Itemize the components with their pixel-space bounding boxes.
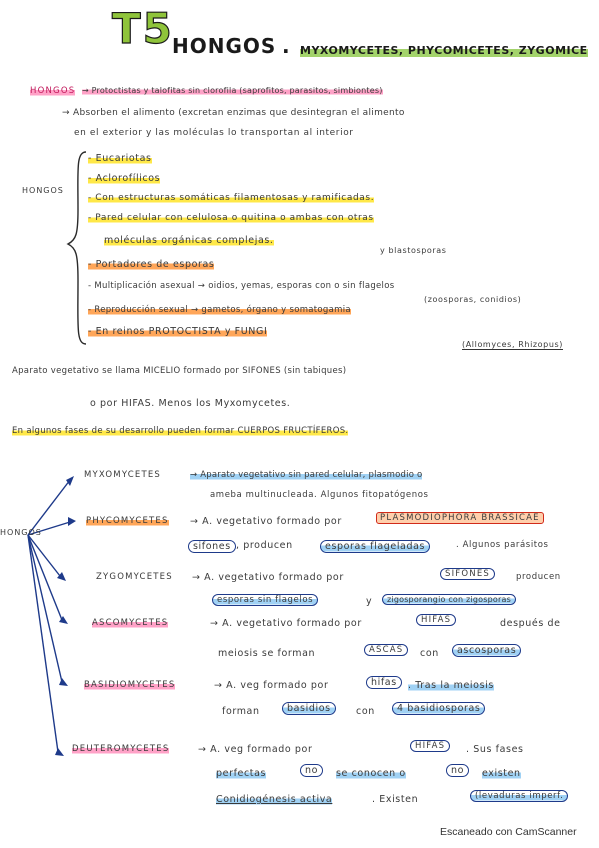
asco-ascosporas: ascosporas xyxy=(452,644,522,657)
note-blastosporas: y blastosporas xyxy=(380,246,447,255)
intro-label: HONGOS xyxy=(30,86,76,96)
bracket-item-4: - Pared celular con celulosa o quitina o… xyxy=(88,213,374,223)
title-sep: . xyxy=(282,34,291,58)
groups-root-label: HONGOS xyxy=(0,528,42,537)
asco-ascas: ASCAS xyxy=(364,644,409,656)
deutero-fases: . Sus fases xyxy=(466,744,524,755)
zygo-zigosporangio: zigosporangio con zigosporas xyxy=(382,594,516,605)
zygo-esporas: esporas sin flagelos xyxy=(212,594,319,606)
phyco-name: PHYCOMYCETES xyxy=(86,516,169,526)
asco-meiosis: meiosis se forman xyxy=(218,648,316,659)
deutero-no-1: no xyxy=(300,764,324,777)
title-number: T5 xyxy=(111,3,174,53)
basidio-meiosis: . Tras la meiosis xyxy=(408,680,494,691)
zygo-producen: producen xyxy=(516,572,561,582)
bracket-item-1: - Eucariotas xyxy=(88,153,152,164)
bracket-label: HONGOS xyxy=(22,186,64,195)
intro-line-1: → Protoctistas y talofitas sin clorofila… xyxy=(82,86,383,95)
deutero-conocen: se conocen o xyxy=(336,768,406,779)
scanner-watermark: Escaneado con CamScanner xyxy=(440,826,577,838)
myxo-name: MYXOMYCETES xyxy=(84,470,162,480)
group-arrows xyxy=(27,476,76,756)
asco-hifas: HIFAS xyxy=(416,614,457,626)
asco-con: con xyxy=(420,648,439,659)
phyco-line-1: → A. vegetativo formado por xyxy=(190,516,342,527)
deutero-existen: existen xyxy=(482,768,521,779)
curly-brace xyxy=(66,151,87,345)
zygo-y: y xyxy=(366,596,373,607)
bracket-item-3: - Con estructuras somáticas filamentosas… xyxy=(88,193,375,203)
bracket-item-5: - Portadores de esporas xyxy=(88,259,215,270)
phyco-esporas: esporas flageladas xyxy=(320,540,431,553)
aparato-line-3: En algunos fases de su desarrollo pueden… xyxy=(12,426,349,436)
note-examples: (Allomyces, Rhizopus) xyxy=(462,340,564,350)
bracket-item-6b: (zoosporas, conidios) xyxy=(424,295,522,304)
basidio-name: BASIDIOMYCETES xyxy=(84,680,176,690)
deutero-levaduras: (levaduras imperf. xyxy=(470,790,569,802)
phyco-parasitos: . Algunos parásitos xyxy=(456,540,549,550)
basidio-forman: forman xyxy=(222,706,260,717)
myxo-line-1: → Aparato vegetativo sin pared celular, … xyxy=(190,470,423,480)
basidio-basidios: basidios xyxy=(282,702,336,715)
zygo-name: ZYGOMYCETES xyxy=(96,572,173,582)
myxo-line-2: ameba multinucleada. Algunos fitopatógen… xyxy=(210,490,429,500)
phyco-boxed-species: PLASMODIOPHORA BRASSICAE xyxy=(376,512,544,524)
intro-line-3: en el exterior y las moléculas lo transp… xyxy=(74,128,354,138)
bracket-item-2: - Aclorofílicos xyxy=(88,173,161,184)
deutero-existen-2: . Existen xyxy=(372,794,419,805)
aparato-line-1: Aparato vegetativo se llama MICELIO form… xyxy=(12,366,347,376)
asco-despues: después de xyxy=(500,618,561,629)
title-main: HONGOS xyxy=(172,34,277,58)
zygo-sifones: SIFONES xyxy=(440,568,496,580)
intro-line-2: → Absorben el alimento (excretan enzimas… xyxy=(62,108,405,118)
bracket-item-6: - Multiplicación asexual → oidios, yemas… xyxy=(88,281,395,291)
deutero-no-2: no xyxy=(446,764,470,777)
deutero-conidiogenesis: Conidiogénesis activa xyxy=(216,794,333,805)
asco-line-1: → A. vegetativo formado por xyxy=(210,618,362,629)
phyco-sifones: sifones xyxy=(188,540,236,553)
deutero-hifas: HIFAS xyxy=(410,740,451,752)
basidio-hifas: hifas xyxy=(366,676,402,689)
deutero-name: DEUTEROMYCETES xyxy=(72,744,170,754)
bracket-item-4b: moléculas orgánicas complejas. xyxy=(104,235,274,246)
bracket-item-8: - En reinos PROTOCTISTA y FUNGI xyxy=(88,326,268,337)
asco-name: ASCOMYCETES xyxy=(92,618,169,628)
deutero-perfectas: perfectas xyxy=(216,768,267,779)
aparato-line-2: o por HIFAS. Menos los Myxomycetes. xyxy=(90,398,291,409)
basidio-line-1: → A. veg formado por xyxy=(214,680,329,691)
deutero-line-1: → A. veg formado por xyxy=(198,744,313,755)
bracket-item-7: - Reproducción sexual → gametos, órgano … xyxy=(88,305,351,315)
title-subtitle: MYXOMYCETES, PHYCOMICETES, ZYGOMICE xyxy=(300,44,588,57)
basidio-basidiosporas: 4 basidiosporas xyxy=(392,702,486,715)
zygo-line-1: → A. vegetativo formado por xyxy=(192,572,344,583)
basidio-con: con xyxy=(356,706,375,717)
phyco-produce: , producen xyxy=(236,540,293,551)
